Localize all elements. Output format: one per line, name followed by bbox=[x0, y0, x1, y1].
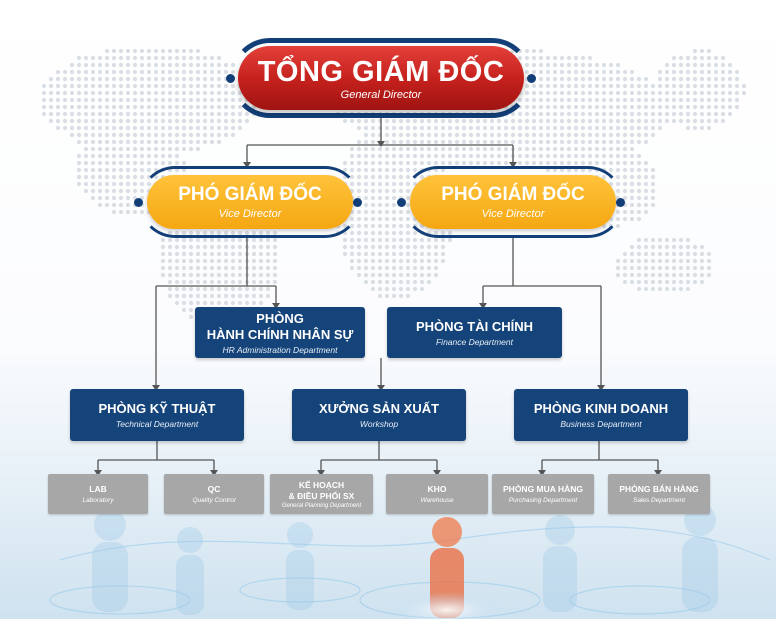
general-director-title: TỔNG GIÁM ĐỐC bbox=[257, 55, 505, 88]
hr-department-subtitle: HR Administration Department bbox=[222, 344, 338, 355]
general-director-box: TỔNG GIÁM ĐỐC General Director bbox=[238, 46, 524, 110]
warehouse-subtitle: Warehouse bbox=[420, 497, 454, 504]
ring-endcap-icon bbox=[353, 198, 362, 207]
purchasing-subtitle: Purchasing Department bbox=[508, 497, 578, 504]
sales-subtitle: Sales Department bbox=[632, 497, 686, 504]
ring-endcap-icon bbox=[134, 198, 143, 207]
hr-department-box: PHÒNG HÀNH CHÍNH NHÂN SỰ HR Administrati… bbox=[195, 307, 365, 358]
vice-director-left-box: PHÓ GIÁM ĐỐC Vice Director bbox=[147, 175, 353, 229]
technical-department-subtitle: Technical Department bbox=[115, 419, 199, 429]
lab-title: LAB bbox=[89, 484, 107, 494]
hr-department-title-line1: PHÒNG bbox=[256, 310, 304, 326]
planning-box: KẾ HOẠCH & ĐIỀU PHỐI SX General Planning… bbox=[270, 474, 373, 514]
sales-title: PHÒNG BÁN HÀNG bbox=[619, 484, 699, 494]
lab-subtitle: Laboratory bbox=[82, 497, 114, 504]
ring-endcap-icon bbox=[397, 198, 406, 207]
technical-department-title: PHÒNG KỸ THUẬT bbox=[98, 401, 216, 416]
vice-director-subtitle: Vice Director bbox=[481, 208, 545, 220]
vice-director-left-ring bbox=[139, 166, 361, 238]
general-director-ring bbox=[230, 38, 532, 118]
ring-endcap-icon bbox=[226, 74, 235, 83]
vice-director-title: PHÓ GIÁM ĐỐC bbox=[441, 184, 585, 205]
purchasing-box: PHÒNG MUA HÀNG Purchasing Department bbox=[492, 474, 594, 514]
vice-director-title: PHÓ GIÁM ĐỐC bbox=[178, 184, 322, 205]
purchasing-title: PHÒNG MUA HÀNG bbox=[503, 484, 583, 494]
business-department-subtitle: Business Department bbox=[560, 419, 642, 429]
hr-department-title-line2: HÀNH CHÍNH NHÂN SỰ bbox=[206, 326, 354, 342]
vice-director-right-box: PHÓ GIÁM ĐỐC Vice Director bbox=[410, 175, 616, 229]
workshop-title: XƯỞNG SẢN XUẤT bbox=[318, 401, 440, 416]
planning-title-line1: KẾ HOẠCH bbox=[298, 479, 345, 490]
workshop-box: XƯỞNG SẢN XUẤT Workshop bbox=[292, 389, 466, 441]
qc-box: QC Quality Control bbox=[164, 474, 264, 514]
vice-director-right-ring bbox=[402, 166, 624, 238]
technical-department-box: PHÒNG KỸ THUẬT Technical Department bbox=[70, 389, 244, 441]
ring-endcap-icon bbox=[527, 74, 536, 83]
warehouse-box: KHO Warehouse bbox=[386, 474, 488, 514]
qc-subtitle: Quality Control bbox=[192, 497, 236, 504]
ring-endcap-icon bbox=[616, 198, 625, 207]
finance-department-title: PHÒNG TÀI CHÍNH bbox=[416, 318, 533, 334]
vice-director-subtitle: Vice Director bbox=[218, 208, 282, 220]
business-department-title: PHÒNG KINH DOANH bbox=[533, 401, 669, 416]
workshop-subtitle: Workshop bbox=[359, 419, 399, 429]
general-director-subtitle: General Director bbox=[340, 88, 422, 101]
warehouse-title: KHO bbox=[427, 484, 447, 494]
finance-department-subtitle: Finance Department bbox=[435, 336, 513, 347]
sales-box: PHÒNG BÁN HÀNG Sales Department bbox=[608, 474, 710, 514]
lab-box: LAB Laboratory bbox=[48, 474, 148, 514]
planning-subtitle: General Planning Department bbox=[281, 502, 362, 509]
finance-department-box: PHÒNG TÀI CHÍNH Finance Department bbox=[387, 307, 562, 358]
planning-title-line2: & ĐIỀU PHỐI SX bbox=[288, 490, 355, 501]
business-department-box: PHÒNG KINH DOANH Business Department bbox=[514, 389, 688, 441]
qc-title: QC bbox=[207, 484, 221, 494]
